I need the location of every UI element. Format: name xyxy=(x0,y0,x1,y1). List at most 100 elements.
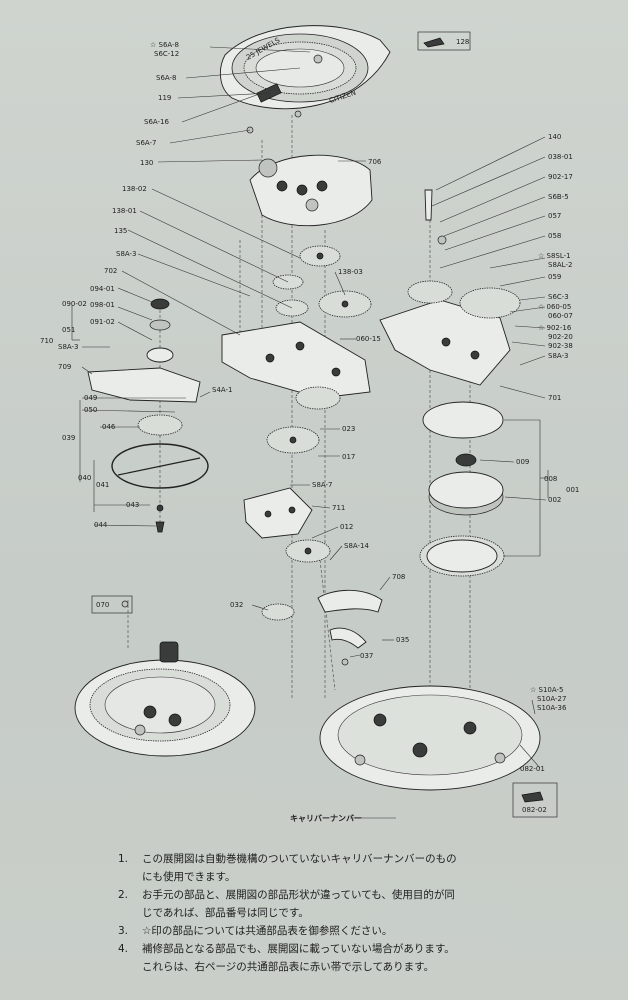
label-082-02: 082-02 xyxy=(522,806,547,814)
label-135: 135 xyxy=(114,227,127,235)
label-091-02: 091-02 xyxy=(90,318,115,326)
label-s6c12: S6C-12 xyxy=(154,50,179,58)
rotor-assembly: CITIZEN 25 JEWELS xyxy=(219,25,391,134)
label-050: 050 xyxy=(84,406,97,414)
label-s6b5: S6B-5 xyxy=(548,193,569,201)
label-008: 008 xyxy=(544,475,557,483)
label-138-01: 138-01 xyxy=(112,207,137,215)
label-051: 051 xyxy=(62,326,75,334)
label-070: 070 xyxy=(96,601,109,609)
part-box-082-02 xyxy=(512,782,558,818)
label-s8sl1: ☆ S8SL-1 xyxy=(538,252,571,260)
label-017: 017 xyxy=(342,453,355,461)
label-138-03: 138-03 xyxy=(338,268,363,276)
label-119: 119 xyxy=(158,94,171,102)
label-140: 140 xyxy=(548,133,561,141)
label-s6a8-top: ☆ S6A-8 xyxy=(150,41,179,49)
label-711: 711 xyxy=(332,504,345,512)
note-text-continued: じであれば、部品番号は同じです。 xyxy=(142,907,309,920)
label-130: 130 xyxy=(140,159,153,167)
note-text: ☆印の部品については共通部品表を御参照ください。 xyxy=(142,925,393,938)
label-s6a16: S6A-16 xyxy=(144,118,170,126)
note-text-continued: にも使用できます。 xyxy=(142,871,236,884)
note-text-continued: これらは、右ページの共通部品表に赤い帯で示してあります。 xyxy=(142,961,435,974)
label-059: 059 xyxy=(548,273,561,281)
label-098-01: 098-01 xyxy=(90,301,115,309)
note-item: 2. お手元の部品と、展開図の部品形状が違っていても、使用目的が同 xyxy=(118,886,588,904)
label-060-05: ☆ 060-05 xyxy=(538,303,571,311)
label-035: 035 xyxy=(396,636,409,644)
train-bridge-711 xyxy=(243,487,313,539)
label-708: 708 xyxy=(392,573,405,581)
label-902-38: 902-38 xyxy=(548,342,573,350)
label-041: 041 xyxy=(96,481,109,489)
note-text: この展開図は自動巻機構のついていないキャリバーナンバーのもの xyxy=(142,853,457,865)
label-044: 044 xyxy=(94,521,108,529)
label-s6a8: S6A-8 xyxy=(156,74,177,82)
part-box-070 xyxy=(91,595,133,614)
label-701: 701 xyxy=(548,394,561,402)
label-706: 706 xyxy=(368,158,382,166)
label-090-02: 090-02 xyxy=(62,300,87,308)
label-060-07: 060-07 xyxy=(548,312,573,320)
assembled-movement-left xyxy=(74,641,256,757)
note-item: 1. この展開図は自動巻機構のついていないキャリバーナンバーのもの xyxy=(118,850,588,868)
label-s8a3-c: S8A-3 xyxy=(548,352,569,360)
label-702: 702 xyxy=(104,267,117,275)
note-number: 3. xyxy=(118,925,129,938)
gears-center-lower xyxy=(261,386,341,621)
label-s6c3: S6C-3 xyxy=(548,293,569,301)
label-s8a3-a: S8A-3 xyxy=(116,250,137,258)
label-009: 009 xyxy=(516,458,529,466)
label-037: 037 xyxy=(360,652,373,660)
barrel-assembly xyxy=(419,401,505,577)
note-number: 4. xyxy=(118,943,129,956)
label-s8a3-b: S8A-3 xyxy=(58,343,79,351)
label-709: 709 xyxy=(58,363,71,371)
label-049: 049 xyxy=(84,394,97,402)
note-item: 4. 補修部品となる部品でも、展開図に載っていない場合があります。 xyxy=(118,940,588,958)
label-001: 001 xyxy=(566,486,579,494)
label-902-16: ☆ 902-16 xyxy=(538,324,572,332)
label-094-01: 094-01 xyxy=(90,285,115,293)
label-023: 023 xyxy=(342,425,355,433)
label-128: 128 xyxy=(456,38,469,46)
label-040: 040 xyxy=(78,474,91,482)
gears-center-upper xyxy=(272,245,372,318)
label-s8al2: S8AL-2 xyxy=(548,261,572,269)
label-s6a7: S6A-7 xyxy=(136,139,157,147)
part-labels: ☆ S6A-8 S6C-12 S6A-8 119 S6A-16 S6A-7 13… xyxy=(40,38,579,823)
main-plate-702 xyxy=(221,321,371,399)
label-058: 058 xyxy=(548,232,561,240)
label-046: 046 xyxy=(102,423,116,431)
label-caliber-number: キャリバーナンバー xyxy=(290,814,362,823)
label-012: 012 xyxy=(340,523,353,531)
label-039: 039 xyxy=(62,434,75,442)
label-s8a14: S8A-14 xyxy=(344,542,370,550)
notes-section: 1. この展開図は自動巻機構のついていないキャリバーナンバーのもの にも使用でき… xyxy=(118,850,588,976)
note-text: 補修部品となる部品でも、展開図に載っていない場合があります。 xyxy=(142,943,455,956)
balance-assembly xyxy=(87,298,209,533)
label-060-15: 060-15 xyxy=(356,335,381,343)
part-box-128 xyxy=(417,31,471,51)
label-710: 710 xyxy=(40,337,53,345)
main-plate-bottom xyxy=(319,685,541,791)
label-902-20: 902-20 xyxy=(548,333,573,341)
automatic-bridge-701 xyxy=(379,189,521,386)
bridge-706 xyxy=(249,154,373,227)
label-082-01: 082-01 xyxy=(520,765,545,773)
label-s8a7: S8A-7 xyxy=(312,481,333,489)
label-s4a1: S4A-1 xyxy=(212,386,233,394)
label-057: 057 xyxy=(548,212,561,220)
label-902-17: 902-17 xyxy=(548,173,573,181)
label-043: 043 xyxy=(126,501,139,509)
exploded-diagram: CITIZEN 25 JEWELS xyxy=(40,25,579,823)
label-138-02: 138-02 xyxy=(122,185,147,193)
note-item: 3. ☆印の部品については共通部品表を御参照ください。 xyxy=(118,922,588,940)
leader-lines xyxy=(71,46,549,819)
label-002: 002 xyxy=(548,496,561,504)
setting-parts xyxy=(317,589,383,666)
note-text: お手元の部品と、展開図の部品形状が違っていても、使用目的が同 xyxy=(142,889,455,902)
label-s10a36: S10A-36 xyxy=(537,704,567,712)
